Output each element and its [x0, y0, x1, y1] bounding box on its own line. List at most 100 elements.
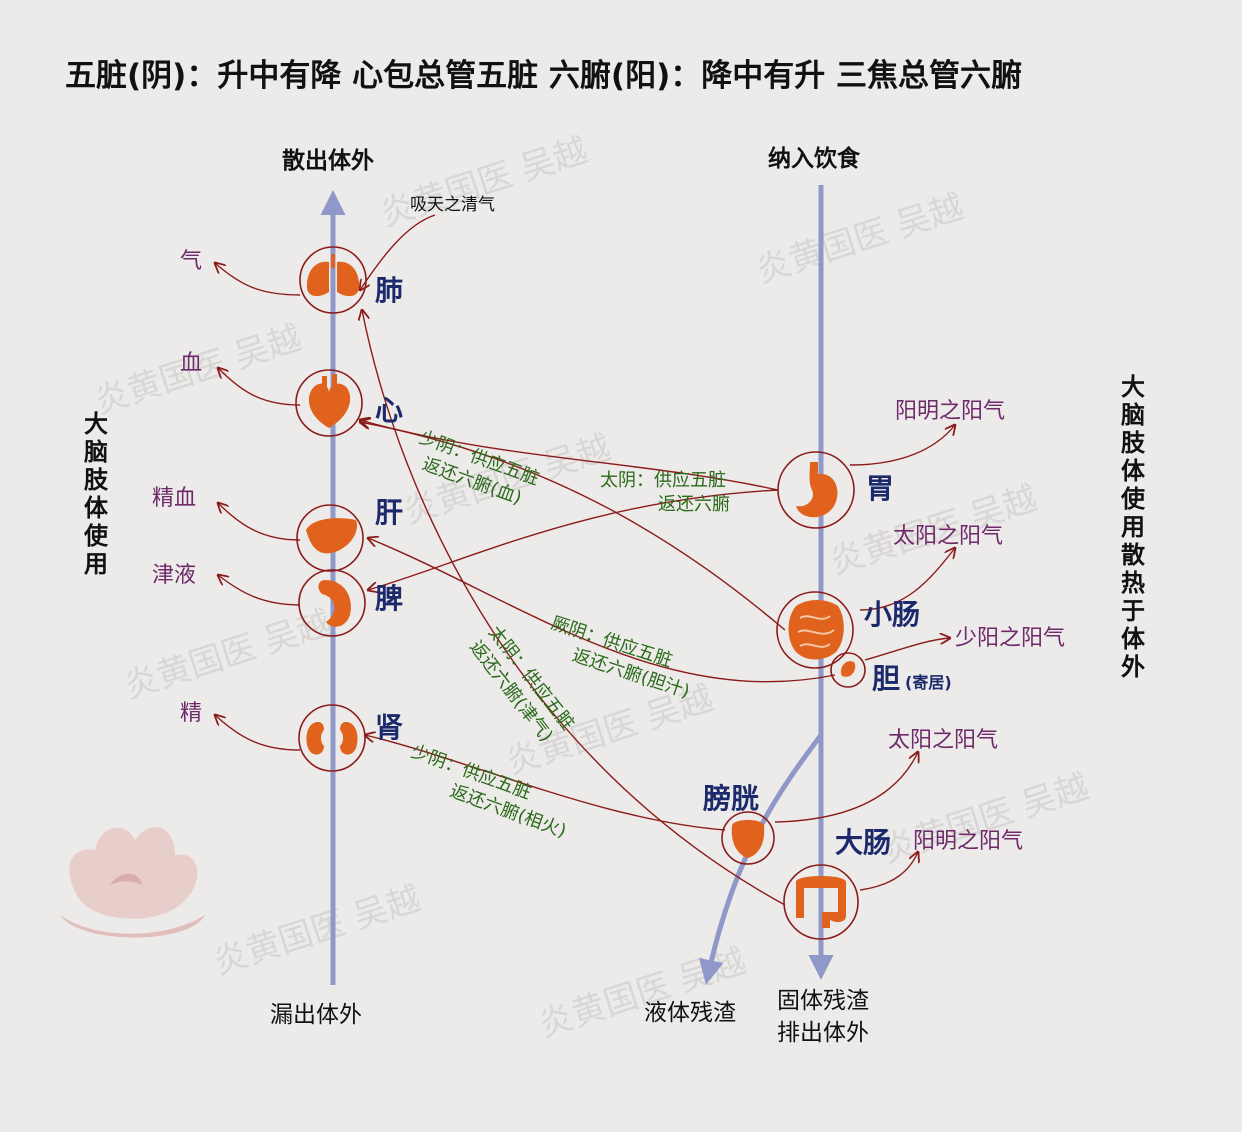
side-char: 于 — [1121, 597, 1145, 625]
side-char: 大 — [84, 410, 108, 438]
lungs-icon — [306, 254, 360, 297]
side-char: 散 — [1121, 541, 1145, 569]
intake-air-label: 吸天之清气 — [410, 195, 495, 215]
organ-name: 肺 — [375, 274, 403, 307]
side-char: 热 — [1121, 569, 1145, 597]
page-title: 五脏(阴)：升中有降 心包总管五脏 六腑(阳)：降中有升 三焦总管六腑 — [65, 58, 1022, 94]
left-top-label: 散出体外 — [282, 147, 374, 174]
organ-ring — [295, 369, 363, 437]
liver-icon — [306, 518, 358, 554]
organ-name: 膀胱 — [702, 782, 759, 815]
fu-bladder: 膀胱 太阳之阳气 — [702, 728, 998, 865]
organ-name: 胆 — [872, 662, 900, 695]
zang-spleen: 脾 津液 — [152, 563, 403, 637]
organ-output: 血 — [180, 351, 202, 376]
large-intestine-output-arrow — [859, 852, 918, 891]
zang-lung: 肺 气 — [180, 246, 403, 314]
side-char: 体 — [84, 494, 109, 522]
channel-lung: 太阴：供应五脏 返还六腑(津气) — [465, 622, 578, 746]
organ-output: 精 — [180, 701, 202, 726]
side-char: 用 — [84, 550, 108, 578]
organ-name: 大肠 — [835, 826, 891, 859]
side-char: 大 — [1121, 373, 1145, 401]
organ-name: 肾 — [375, 711, 403, 744]
kidney-bladder-curve — [365, 735, 726, 831]
left-side-label: 大 脑 肢 体 使 用 — [83, 410, 109, 578]
large-intestine-icon — [796, 876, 846, 928]
organ-ring — [299, 246, 367, 314]
excrete-label: 排出体外 — [777, 1020, 869, 1046]
side-char: 使 — [1120, 485, 1146, 513]
watermark: 炎黄国医 吴越 — [877, 767, 1094, 871]
heart-icon — [308, 374, 351, 428]
fu-stomach: 胃 阳明之阳气 — [777, 399, 1005, 529]
organ-ring — [777, 451, 855, 529]
organ-output: 气 — [180, 249, 202, 274]
stomach-output-arrow — [849, 425, 955, 466]
channel-liver: 厥阴：供应五脏 返还六腑(胆汁) — [548, 613, 692, 703]
organ-output: 阳明之阳气 — [913, 829, 1023, 854]
zang-kidney: 肾 精 — [180, 701, 403, 772]
kidneys-icon — [306, 722, 358, 755]
organ-output: 阳明之阳气 — [895, 399, 1005, 424]
spleen-output-arrow — [218, 575, 301, 606]
gallbladder-icon — [840, 661, 856, 677]
organ-output: 少阳之阳气 — [955, 626, 1065, 651]
organ-output: 太阳之阳气 — [888, 728, 998, 753]
side-char: 用 — [1121, 513, 1145, 541]
organ-ring — [298, 704, 366, 772]
side-char: 体 — [1121, 457, 1146, 485]
lotus-logo-icon — [60, 827, 205, 938]
watermark: 炎黄国医 吴越 — [376, 130, 593, 234]
watermark: 炎黄国医 吴越 — [534, 941, 751, 1045]
organ-output: 太阳之阳气 — [893, 524, 1003, 549]
organ-name: 胃 — [866, 472, 894, 505]
organ-output: 津液 — [152, 563, 196, 588]
organ-name: 脾 — [375, 582, 403, 615]
channel-spleen: 太阴：供应五脏 返还六腑 — [600, 470, 730, 515]
organ-ring — [776, 591, 854, 669]
fu-gallbladder: 胆 (寄居) 少阳之阳气 — [830, 626, 1065, 695]
small-intestine-output-arrow — [859, 548, 955, 611]
stomach-icon — [796, 462, 838, 518]
organ-ring — [783, 864, 859, 940]
side-char: 使 — [83, 522, 109, 550]
zang-heart: 心 血 — [180, 351, 403, 437]
right-top-label: 纳入饮食 — [768, 145, 861, 172]
side-char: 外 — [1121, 653, 1145, 681]
heart-output-arrow — [218, 368, 301, 406]
fu-output-arrows — [774, 425, 955, 891]
lung-output-arrow — [215, 263, 301, 296]
organ-name: 小肠 — [864, 598, 920, 631]
left-bottom-label: 漏出体外 — [270, 1002, 362, 1028]
zang-output-arrows — [215, 263, 301, 751]
side-char: 脑 — [83, 438, 108, 466]
fu-small-intestine: 小肠 太阳之阳气 — [776, 524, 1003, 669]
heart-small-intestine-curve — [360, 422, 786, 631]
liver-output-arrow — [218, 503, 301, 541]
fu-large-intestine: 大肠 阳明之阳气 — [783, 826, 1023, 940]
bladder-output-arrow — [774, 752, 918, 823]
right-side-label: 大 脑 肢 体 使 用 散 热 于 体 外 — [1120, 373, 1146, 681]
side-char: 肢 — [1121, 429, 1146, 457]
liver-gallbladder-curve — [368, 538, 836, 683]
organ-name: 肝 — [375, 496, 403, 529]
watermark: 炎黄国医 吴越 — [752, 187, 969, 291]
watermark: 炎黄国医 吴越 — [209, 879, 426, 983]
organ-ring — [830, 652, 866, 688]
bladder-icon — [731, 820, 765, 858]
zang-liver: 肝 精血 — [152, 486, 403, 572]
organ-ring — [296, 504, 364, 572]
organ-ring — [721, 811, 775, 865]
gallbladder-output-arrow — [864, 638, 950, 661]
organ-name: 心 — [375, 394, 403, 427]
organ-ring — [298, 569, 366, 637]
channel-curves — [360, 214, 836, 906]
side-char: 脑 — [1120, 401, 1145, 429]
solid-residue-label: 固体残渣 — [777, 988, 869, 1014]
spleen-stomach-curve — [368, 489, 779, 590]
side-char: 肢 — [84, 466, 109, 494]
channel-label-line2: 返还六腑 — [658, 494, 730, 515]
organ-output: 精血 — [152, 486, 196, 511]
